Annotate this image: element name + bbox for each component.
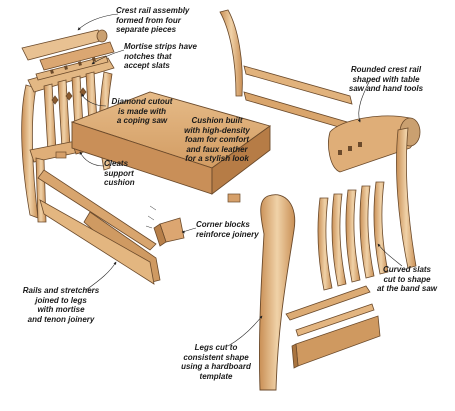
callout-rails-stretchers: Rails and stretchers joined to legs with… — [22, 286, 100, 324]
callout-cushion: Cushion built with high-density foam for… — [184, 116, 250, 163]
callout-cleats: Cleats support cushion — [104, 159, 135, 187]
callout-legs: Legs cut to consistent shape using a har… — [181, 343, 251, 381]
cushion-side — [211, 125, 271, 195]
curved-slat-2 — [331, 193, 347, 287]
rear-right-leg — [396, 127, 417, 269]
apron-board — [295, 315, 381, 367]
back-slat-1 — [43, 83, 57, 153]
back-slat-2 — [57, 79, 71, 149]
curved-slat-3 — [345, 189, 361, 283]
leader-lines — [77, 13, 403, 347]
curved-slat-1 — [317, 197, 333, 291]
front-right-leg — [259, 194, 296, 391]
callout-crest-rail-assembly: Crest rail assembly formed from four sep… — [116, 6, 190, 34]
cleat-block — [55, 151, 67, 159]
curved-slats — [317, 181, 389, 291]
rear-right-leg-upper — [219, 9, 243, 97]
mortise-strip — [35, 55, 109, 81]
curved-slat-4 — [359, 185, 375, 279]
crest-rail-exploded — [21, 29, 115, 81]
callout-corner-blocks: Corner blocks reinforce joinery — [196, 220, 259, 239]
right-top-parts — [219, 9, 421, 269]
cushion — [70, 91, 272, 195]
callout-curved-slats: Curved slats cut to shape at the band sa… — [376, 265, 437, 293]
curved-slat-5 — [373, 181, 389, 275]
corner-block — [153, 217, 185, 247]
short-rail — [295, 303, 375, 337]
bottom-right-parts — [285, 285, 381, 369]
lower-stretcher — [37, 169, 157, 251]
crest-piece-2 — [39, 41, 115, 71]
upper-right-rail — [243, 65, 353, 105]
callout-rounded-crest-rail: Rounded crest rail shaped with table saw… — [348, 65, 424, 93]
callout-diamond-cutout: Diamond cutout is made with a coping saw — [111, 97, 173, 125]
callout-mortise-strips: Mortise strips have notches that accept … — [124, 42, 197, 70]
cushion-support-block — [227, 193, 241, 203]
long-rail — [39, 199, 155, 285]
short-stretcher — [285, 285, 371, 321]
